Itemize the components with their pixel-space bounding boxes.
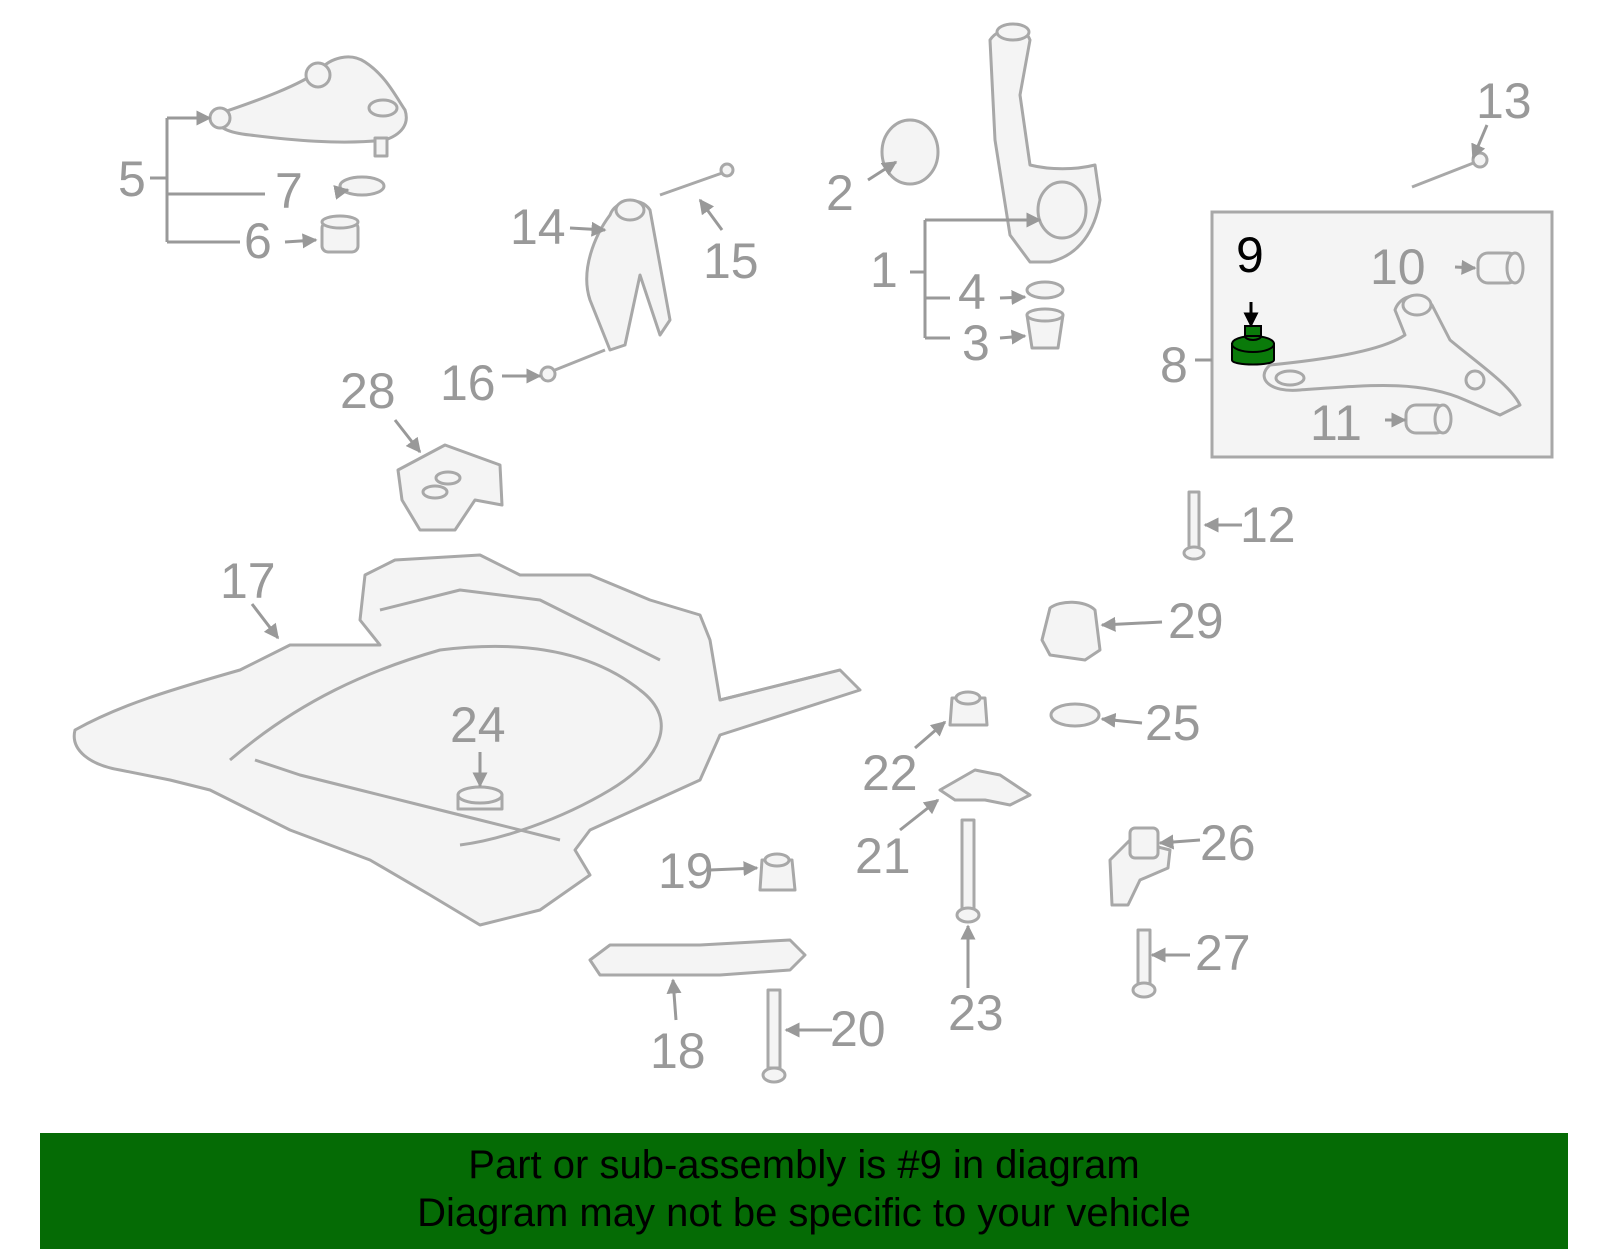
callout-26: 26 — [1200, 815, 1256, 871]
part-2-seal — [880, 118, 940, 186]
callout-25: 25 — [1145, 695, 1201, 751]
part-14-fork — [585, 198, 672, 352]
callout-24: 24 — [450, 697, 506, 753]
callout-22: 22 — [862, 745, 918, 801]
part-25-washer — [1049, 702, 1101, 728]
part-18-plate — [588, 938, 807, 977]
callout-28: 28 — [340, 363, 396, 419]
part-4-washer — [1025, 280, 1065, 300]
part-24-washer — [456, 785, 504, 811]
part-7-bushing-ring — [338, 175, 386, 197]
part-16-bolt — [539, 348, 606, 383]
callout-12: 12 — [1240, 497, 1296, 553]
callout-6: 6 — [244, 213, 272, 269]
part-22-bushing — [948, 690, 989, 727]
callout-17: 17 — [220, 553, 276, 609]
part-9-bushing-highlighted — [1231, 325, 1275, 366]
part-21-bracket — [938, 768, 1032, 807]
callout-7: 7 — [275, 163, 303, 219]
part-29-mount — [1040, 600, 1102, 662]
callout-13: 13 — [1476, 73, 1532, 129]
callout-15: 15 — [703, 233, 759, 289]
callout-19: 19 — [658, 843, 714, 899]
callout-4: 4 — [958, 264, 986, 320]
bracket-1 — [910, 220, 950, 340]
callout-27: 27 — [1195, 925, 1251, 981]
part-19-bushing — [758, 852, 797, 892]
callout-8: 8 — [1160, 337, 1188, 393]
callout-9: 9 — [1236, 227, 1264, 283]
callout-1: 1 — [870, 242, 898, 298]
callout-20: 20 — [830, 1001, 886, 1057]
part-23-bolt — [955, 818, 981, 924]
callout-5: 5 — [118, 151, 146, 207]
part-27-bolt — [1131, 928, 1157, 999]
callout-2: 2 — [826, 165, 854, 221]
part-11-bushing — [1404, 403, 1453, 435]
info-banner: Part or sub-assembly is #9 in diagram Di… — [40, 1133, 1568, 1249]
part-15-bolt — [659, 162, 735, 197]
callout-14: 14 — [510, 199, 566, 255]
part-8-lower-control-arm — [1262, 293, 1522, 417]
leader-lines — [250, 124, 1489, 1038]
part-12-bolt — [1182, 490, 1206, 561]
callout-29: 29 — [1168, 593, 1224, 649]
callout-10: 10 — [1370, 239, 1426, 295]
part-6-bushing — [320, 214, 360, 254]
part-3-bushing — [1025, 307, 1065, 350]
callout-21: 21 — [855, 828, 911, 884]
part-10-bushing — [1476, 251, 1525, 285]
part-1-knuckle — [988, 22, 1102, 264]
part-13-bolt — [1411, 151, 1489, 189]
part-26-bracket — [1108, 826, 1172, 907]
callout-18: 18 — [650, 1023, 706, 1079]
callout-23: 23 — [948, 985, 1004, 1041]
callout-16: 16 — [440, 355, 496, 411]
part-28-bracket — [396, 443, 504, 532]
bracket-5 — [150, 118, 265, 244]
part-17-subframe — [72, 553, 862, 927]
banner-line-2: Diagram may not be specific to your vehi… — [417, 1191, 1191, 1235]
callout-3: 3 — [962, 315, 990, 371]
banner-line-1: Part or sub-assembly is #9 in diagram — [468, 1143, 1140, 1187]
callout-11: 11 — [1310, 395, 1362, 451]
part-5-upper-control-arm — [208, 55, 408, 158]
part-20-bolt — [761, 988, 787, 1084]
